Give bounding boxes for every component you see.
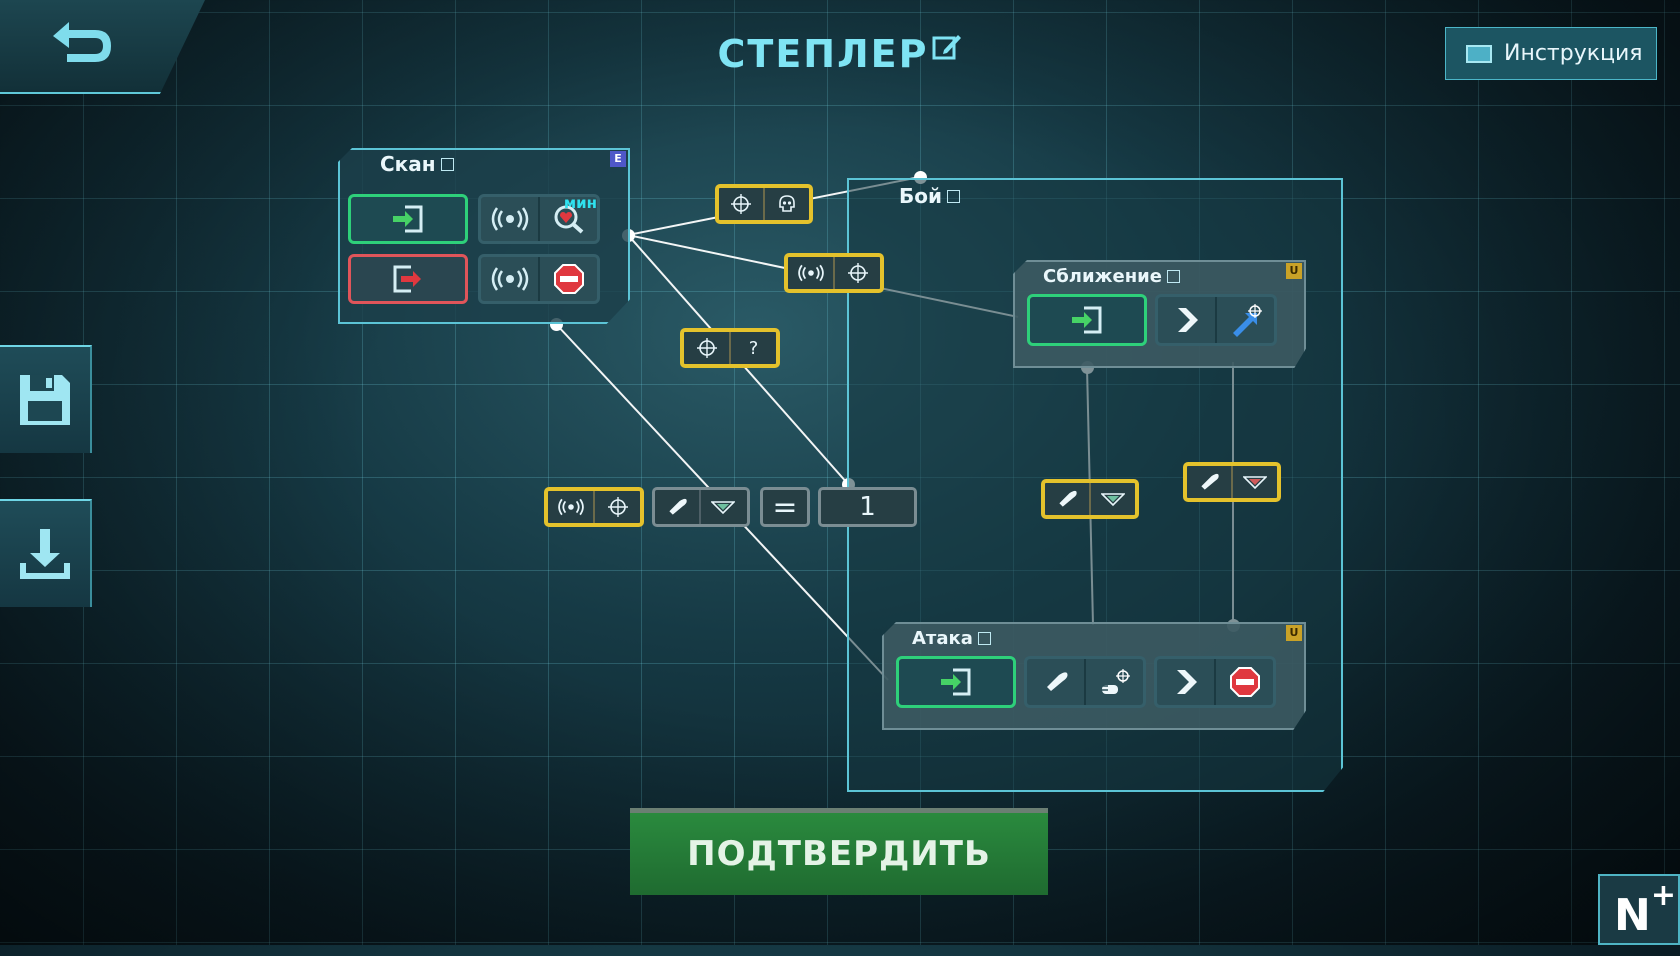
title-text: СТЕПЛЕР xyxy=(717,32,929,76)
condition-ammo-weapon-1[interactable] xyxy=(1041,479,1139,519)
download-icon xyxy=(20,529,70,579)
instructions-button[interactable]: Инструкция xyxy=(1445,27,1657,80)
add-node-button[interactable]: N+ xyxy=(1598,874,1680,945)
back-arrow-icon xyxy=(53,22,111,62)
attack-start-node[interactable] xyxy=(896,656,1016,708)
scan-panel-title: Скан xyxy=(380,152,436,176)
weapon-icon xyxy=(1231,466,1277,498)
scan-tag-badge: E xyxy=(610,151,626,167)
ammo-icon xyxy=(1045,483,1089,515)
fire-at-target-icon xyxy=(1084,659,1143,705)
attack-panel-title: Атака xyxy=(912,627,973,649)
question-mark: ? xyxy=(729,332,776,364)
crosshair-icon xyxy=(593,491,640,523)
compare-operator[interactable]: = xyxy=(760,487,810,527)
condition-target-skull[interactable] xyxy=(715,184,813,224)
condition-ammo-weapon-2[interactable] xyxy=(1183,462,1281,502)
attack-panel[interactable]: Атака U xyxy=(882,622,1306,730)
floppy-disk-icon xyxy=(20,375,70,425)
combat-panel-title: Бой xyxy=(899,184,942,208)
condition-target-unknown[interactable]: ? xyxy=(680,328,780,368)
scan-end-node[interactable] xyxy=(348,254,468,304)
signal-icon xyxy=(788,257,833,289)
edit-combat-icon[interactable] xyxy=(947,189,960,203)
ammo-icon xyxy=(1027,659,1084,705)
min-badge: мин xyxy=(563,194,597,212)
book-icon xyxy=(1466,44,1492,63)
edit-title-icon[interactable] xyxy=(932,32,962,62)
stop-icon xyxy=(1214,659,1273,705)
approach-panel[interactable]: Сближение U xyxy=(1013,260,1306,368)
signal-icon xyxy=(548,491,593,523)
attack-tag-badge: U xyxy=(1286,625,1302,641)
weapon-icon xyxy=(699,490,745,524)
min-health-search-icon: мин xyxy=(538,197,597,241)
edit-approach-icon[interactable] xyxy=(1166,269,1180,283)
combat-panel-header: Бой xyxy=(849,182,960,210)
chevron-forward-icon xyxy=(1158,297,1215,343)
page-title: СТЕПЛЕР xyxy=(0,32,1680,76)
scan-panel[interactable]: Скан E мин xyxy=(338,148,630,324)
scan-detect-stop-action[interactable] xyxy=(478,254,600,304)
signal-icon xyxy=(481,257,538,301)
approach-panel-title: Сближение xyxy=(1043,265,1162,287)
instructions-label: Инструкция xyxy=(1504,41,1643,66)
attack-panel-header: Атака xyxy=(884,624,991,652)
chevron-forward-icon xyxy=(1157,659,1214,705)
approach-start-node[interactable] xyxy=(1027,294,1147,346)
condition-signal-target-compare[interactable] xyxy=(544,487,644,527)
scan-start-node[interactable] xyxy=(348,194,468,244)
approach-move-action[interactable] xyxy=(1155,294,1277,346)
exit-icon xyxy=(393,265,421,293)
crosshair-icon xyxy=(833,257,880,289)
save-button[interactable] xyxy=(0,345,92,453)
enter-icon xyxy=(941,668,971,696)
enter-icon xyxy=(1072,306,1102,334)
skull-icon xyxy=(763,188,809,220)
weapon-icon xyxy=(1089,483,1135,515)
crosshair-icon xyxy=(684,332,729,364)
attack-shoot-action[interactable] xyxy=(1024,656,1146,708)
ammo-weapon-operand[interactable] xyxy=(652,487,750,527)
add-node-label: N xyxy=(1614,890,1651,941)
approach-tag-badge: U xyxy=(1286,263,1302,279)
scan-panel-header: Скан xyxy=(340,150,454,178)
edit-attack-icon[interactable] xyxy=(977,631,991,645)
approach-panel-header: Сближение xyxy=(1015,262,1180,290)
condition-signal-target[interactable] xyxy=(784,253,884,293)
signal-icon xyxy=(481,197,538,241)
ammo-icon xyxy=(655,490,699,524)
attack-next-stop-action[interactable] xyxy=(1154,656,1276,708)
compare-value[interactable]: 1 xyxy=(818,487,917,527)
ammo-icon xyxy=(1187,466,1231,498)
download-button[interactable] xyxy=(0,499,92,607)
crosshair-icon xyxy=(719,188,763,220)
move-to-target-icon xyxy=(1215,297,1274,343)
edit-scan-icon[interactable] xyxy=(440,157,454,171)
add-node-plus: + xyxy=(1650,878,1676,913)
enter-icon xyxy=(393,205,423,233)
confirm-button[interactable]: ПОДТВЕРДИТЬ xyxy=(630,808,1048,895)
stop-icon xyxy=(538,257,597,301)
scan-detect-min-action[interactable]: мин xyxy=(478,194,600,244)
